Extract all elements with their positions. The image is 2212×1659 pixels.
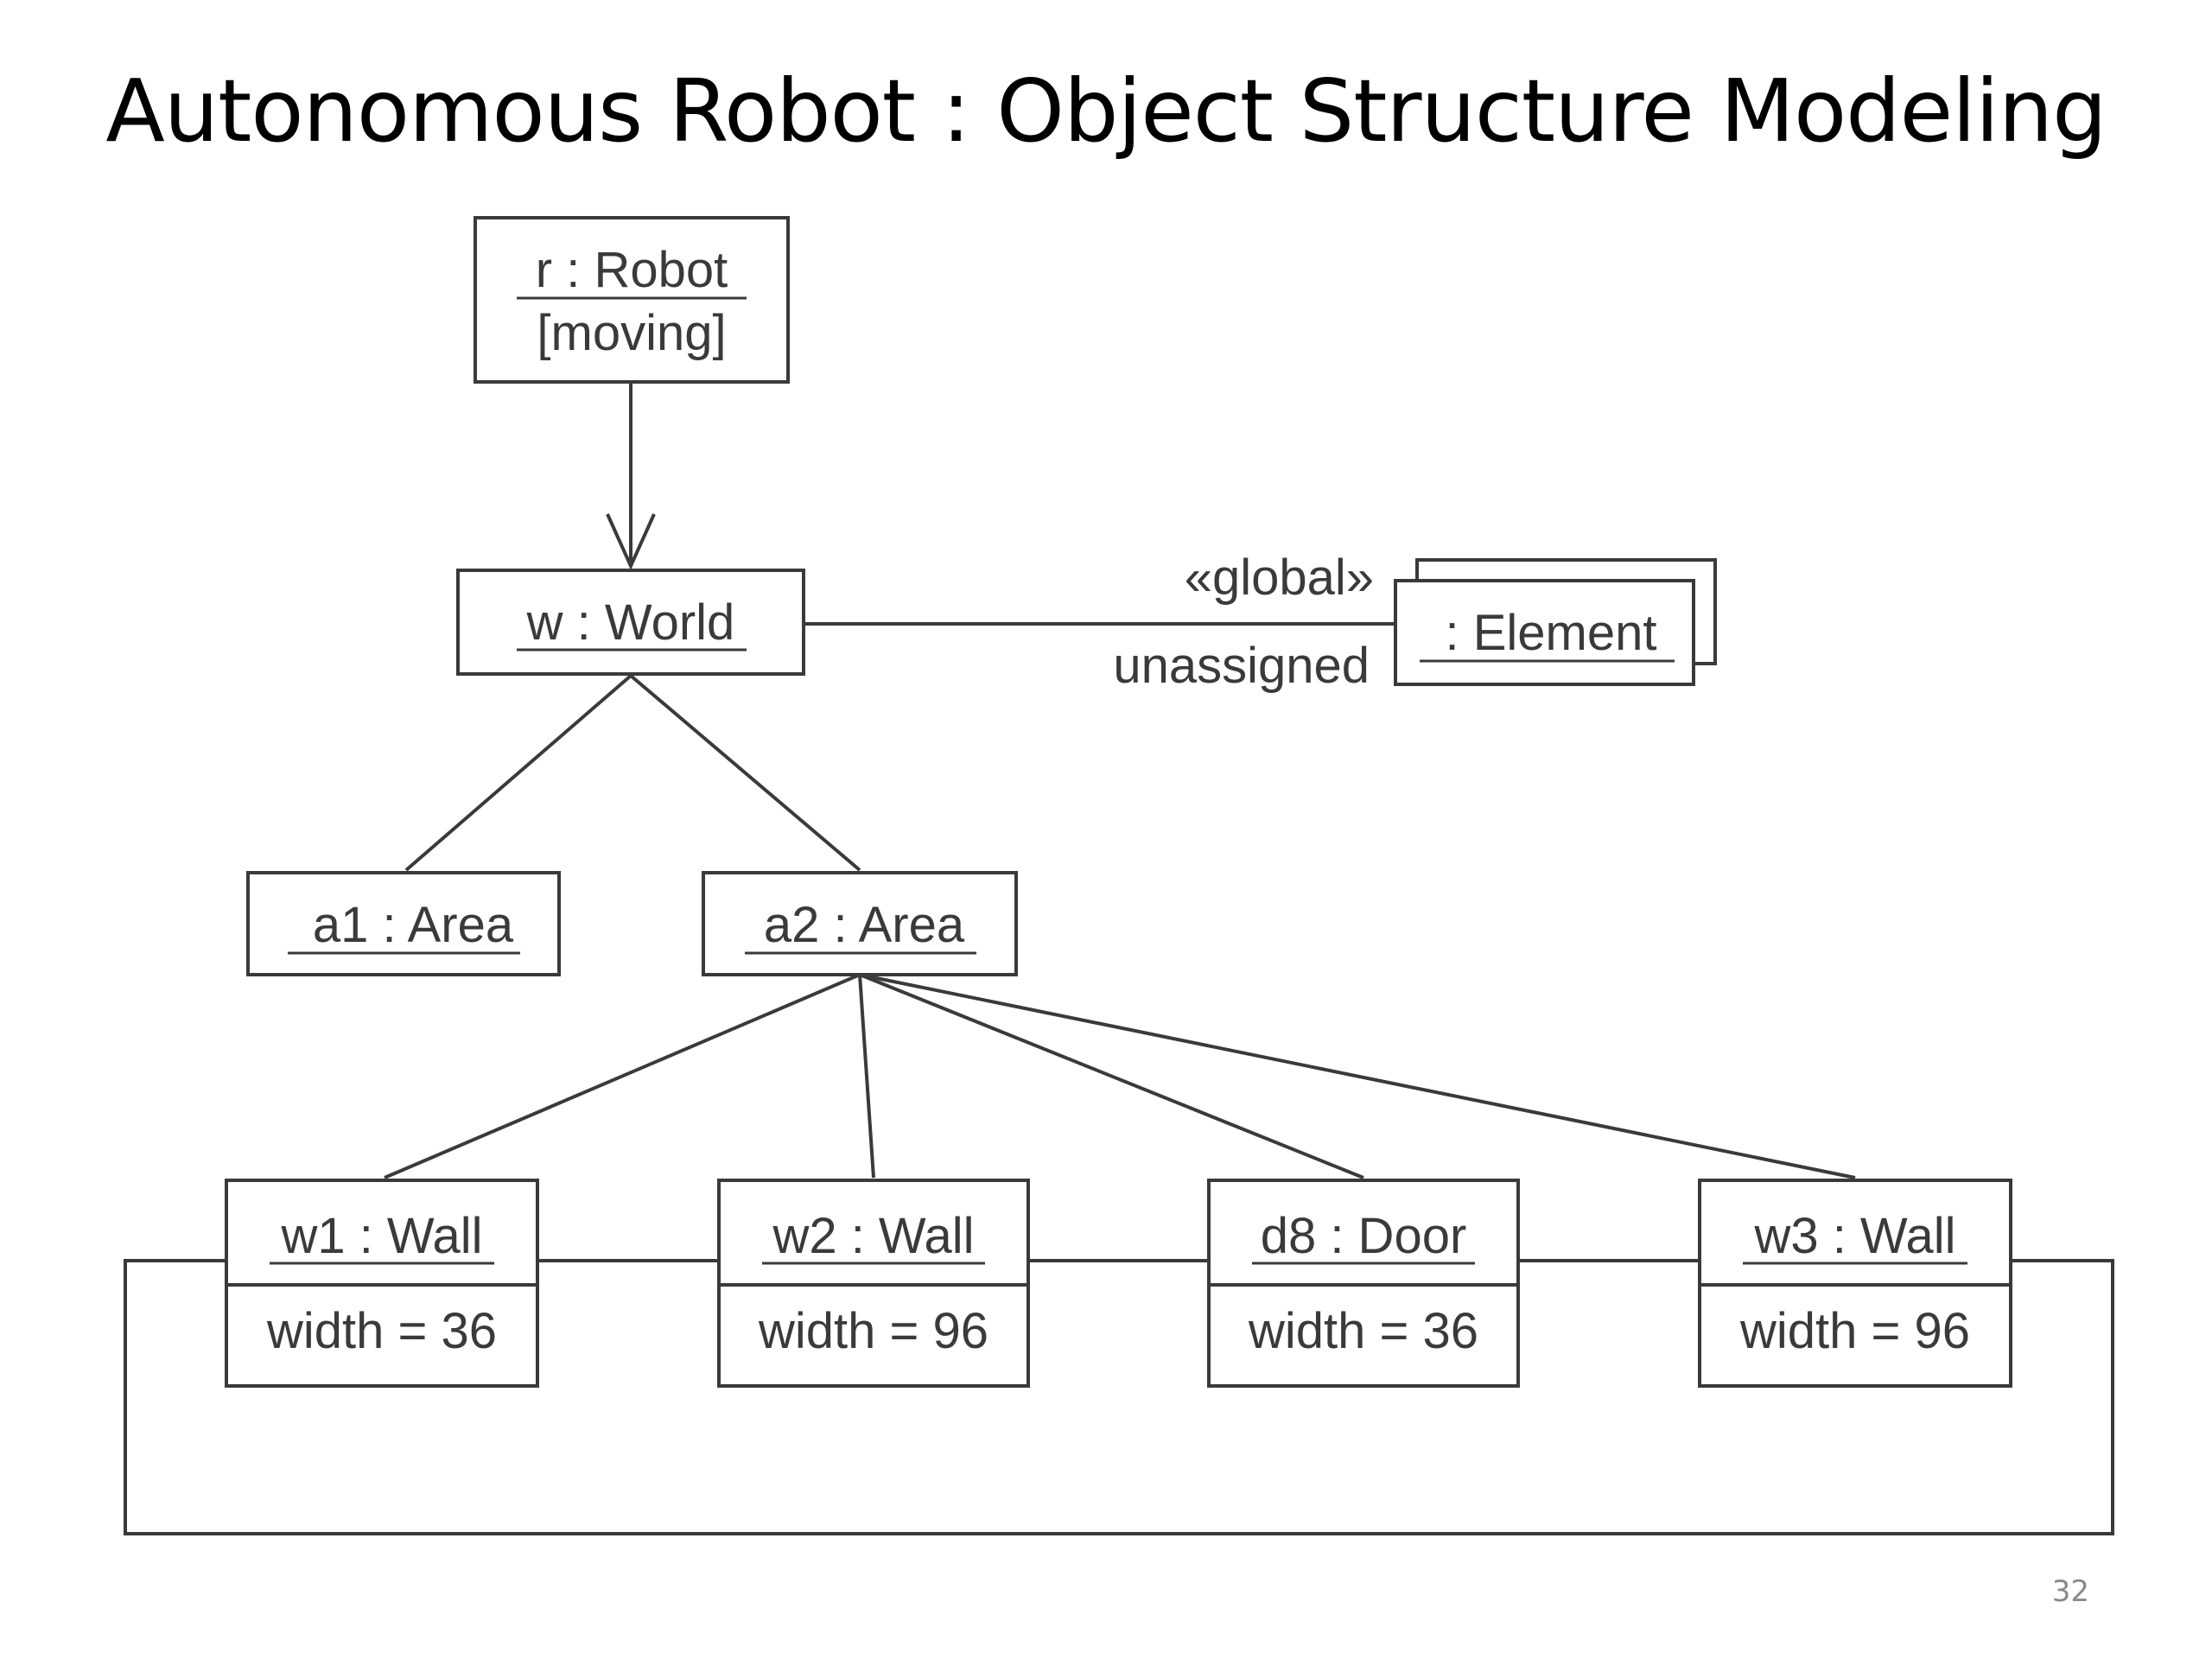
world-object: w : World [456,569,805,676]
loop-connector [124,1259,2114,1535]
part-w1-name: w1 : Wall [280,1208,482,1264]
link-a2-w1 [384,973,861,1179]
page-number: 32 [2051,1574,2089,1609]
element-multiobject: : Element [1394,558,1717,686]
part-w1-attr: width = 36 [266,1303,497,1359]
robot-name: r : Robot [536,242,728,298]
link-a2-w2 [858,974,875,1179]
element-stereotype: «global» [1185,550,1374,606]
part-w2-name: w2 : Wall [772,1208,974,1264]
element-role: unassigned [1113,638,1370,694]
part-w3-name: w3 : Wall [1753,1208,1955,1264]
part-w3-object: w3 : Wall width = 96 [1698,1179,2012,1388]
part-d8-object: d8 : Door width = 36 [1207,1179,1520,1388]
world-name: w : World [526,594,735,651]
link-a2-d8 [859,973,1364,1179]
part-w1-object: w1 : Wall width = 36 [225,1179,539,1388]
element-name: : Element [1446,605,1657,661]
part-d8-name: d8 : Door [1261,1208,1467,1264]
slide-title: Autonomous Robot : Object Structure Mode… [105,60,2107,162]
arrowhead-world [606,513,656,570]
link-world-a2 [629,674,861,872]
part-w2-object: w2 : Wall width = 96 [717,1179,1030,1388]
part-d8-attr: width = 36 [1248,1303,1478,1359]
link-a2-w3 [859,973,1856,1179]
area-a2-object: a2 : Area [702,871,1018,976]
link-world-a1 [404,674,632,872]
area-a1-object: a1 : Area [246,871,561,976]
part-w3-attr: width = 96 [1739,1303,1970,1359]
part-w2-attr: width = 96 [758,1303,988,1359]
area-a2-name: a2 : Area [764,897,965,953]
robot-state: [moving] [537,305,726,361]
area-a1-name: a1 : Area [313,897,514,953]
robot-object: r : Robot [moving] [474,216,790,384]
